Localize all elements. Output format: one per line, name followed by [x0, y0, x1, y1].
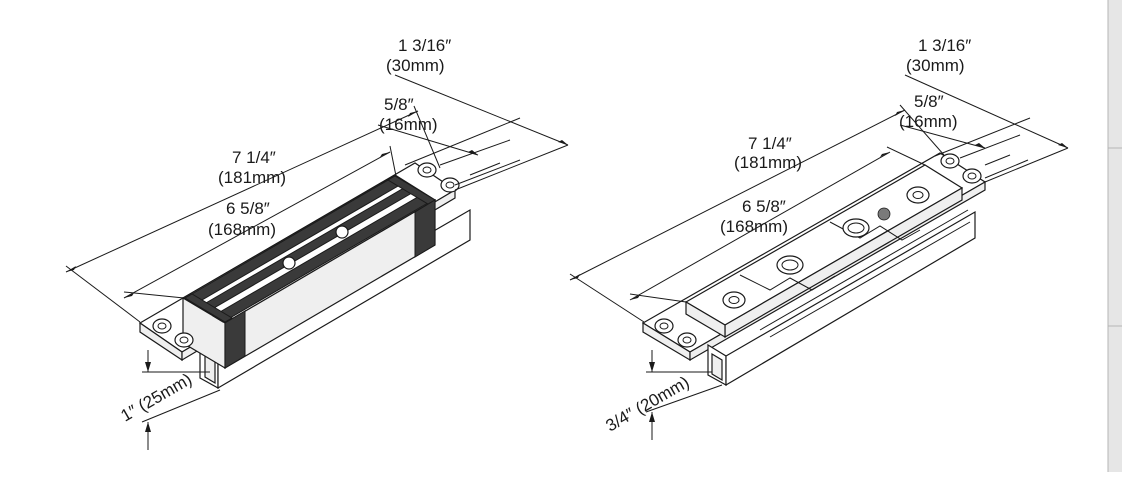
left-label-width-inner-imperial: 5/8″	[384, 95, 414, 114]
right-label-width-inner-imperial: 5/8″	[914, 92, 944, 111]
right-sensor-dot	[877, 207, 891, 221]
right-label-length-overall-imperial: 7 1/4″	[748, 134, 792, 153]
right-mounting-holes-front	[654, 318, 697, 348]
left-label-width-overall-imperial: 1 3/16″	[398, 36, 451, 55]
left-dim-length-inner	[123, 145, 397, 299]
right-mounting-holes-back	[940, 153, 982, 184]
right-label-width-inner-metric: (16mm)	[899, 112, 958, 131]
left-dim-height	[141, 350, 221, 450]
left-label-length-overall-metric: (181mm)	[218, 168, 286, 187]
right-label-length-overall-metric: (181mm)	[734, 153, 802, 172]
right-center-slot-1	[776, 255, 804, 275]
right-dim-width-inner	[899, 124, 1029, 179]
right-center-slot-2	[842, 218, 870, 238]
left-label-height: 1″ (25mm)	[118, 370, 196, 426]
right-countersunk-hole-right	[906, 186, 930, 204]
right-label-length-inner-imperial: 6 5/8″	[742, 197, 786, 216]
right-label-width-overall-metric: (30mm)	[906, 56, 965, 75]
right-label-height: 3/4″ (20mm)	[603, 373, 693, 436]
page-sidebar	[1107, 0, 1122, 472]
left-label-width-inner-metric: (16mm)	[379, 115, 438, 134]
right-dim-length-inner	[629, 146, 926, 303]
right-dim-height	[645, 350, 723, 440]
left-label-width-overall-metric: (30mm)	[386, 56, 445, 75]
left-indicator-hole-2	[335, 225, 349, 239]
left-label-length-overall-imperial: 7 1/4″	[232, 148, 276, 167]
right-label-width-overall-imperial: 1 3/16″	[918, 36, 971, 55]
left-label-length-inner-imperial: 6 5/8″	[226, 199, 270, 218]
left-mounting-holes-front	[152, 318, 194, 348]
left-dim-length-overall	[65, 105, 441, 323]
left-mounting-holes-back	[417, 162, 460, 193]
right-dim-width-overall	[904, 74, 1069, 183]
left-dim-width-inner	[377, 124, 521, 186]
right-armature-drawing: 7 1/4″ (181mm) 6 5/8″ (168mm) 1 3/16″ (3…	[569, 36, 1069, 440]
right-label-length-inner-metric: (168mm)	[720, 217, 788, 236]
right-countersunk-hole-left	[722, 291, 746, 309]
left-label-length-inner-metric: (168mm)	[208, 220, 276, 239]
left-dim-width-overall	[394, 74, 569, 191]
left-indicator-hole-1	[282, 256, 296, 270]
left-maglock-drawing: 7 1/4″ (181mm) 6 5/8″ (168mm) 1 3/16″ (3…	[65, 36, 569, 450]
right-dim-length-overall	[569, 104, 945, 323]
